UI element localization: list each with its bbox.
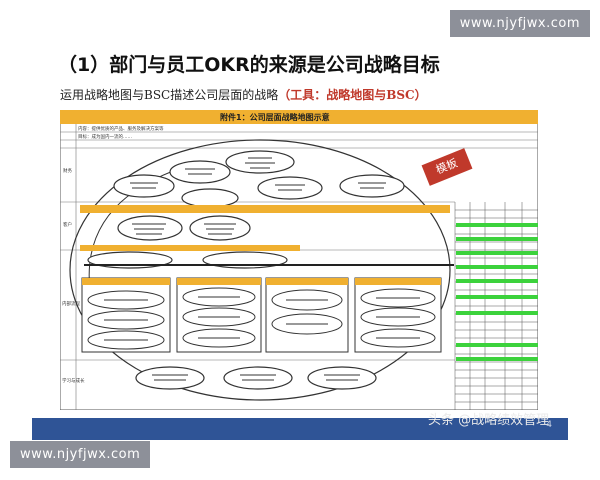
subtitle-text: 运用战略地图与BSC描述公司层面的战略	[60, 88, 279, 102]
row-label-finance: 财务	[63, 167, 72, 174]
footer-credit: 头条 @战略绩效管理	[428, 413, 550, 428]
row-label-process: 内部流程	[62, 300, 80, 307]
page-number: 4	[546, 420, 552, 430]
row-label-customer: 客户	[63, 221, 72, 228]
doc-header: 附件1：公司层面战略地图示意	[220, 112, 330, 122]
footer-bar: 头条 @战略绩效管理 4	[32, 413, 568, 440]
row-label-learning: 学习与成长	[62, 377, 85, 384]
slide-title: （1）部门与员工OKR的来源是公司战略目标	[58, 54, 440, 76]
watermark-bottom: www.njyfjwx.com	[10, 441, 151, 468]
doc-row-1: 内容：提供优质的产品、服务及解决方案等	[78, 125, 164, 132]
slide-subtitle: 运用战略地图与BSC描述公司层面的战略（工具：战略地图与BSC）	[60, 86, 427, 103]
subtitle-tool: （工具：战略地图与BSC）	[278, 88, 427, 102]
doc-row-2: 目标：成为国内一流的……	[78, 133, 132, 140]
watermark-top: www.njyfjwx.com	[449, 10, 590, 37]
